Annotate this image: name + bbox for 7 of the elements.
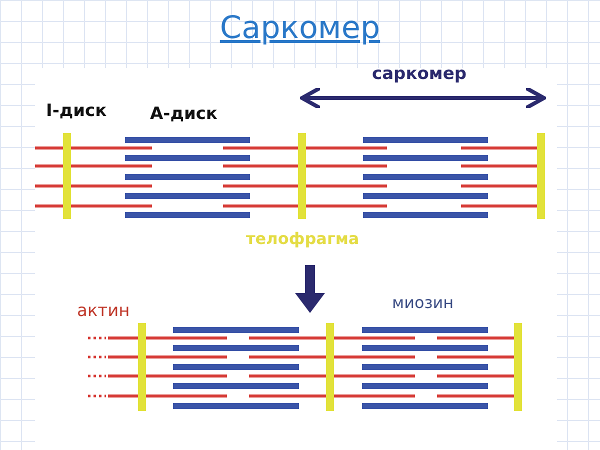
disc-label: I-диск: [46, 101, 107, 121]
part-label: актин: [77, 301, 130, 321]
disc-label: А-диск: [150, 104, 218, 124]
part-label: миозин: [392, 293, 454, 312]
dimension-label: саркомер: [372, 64, 467, 84]
part-label: телофрагма: [246, 229, 360, 248]
title: Саркомер: [218, 10, 382, 46]
